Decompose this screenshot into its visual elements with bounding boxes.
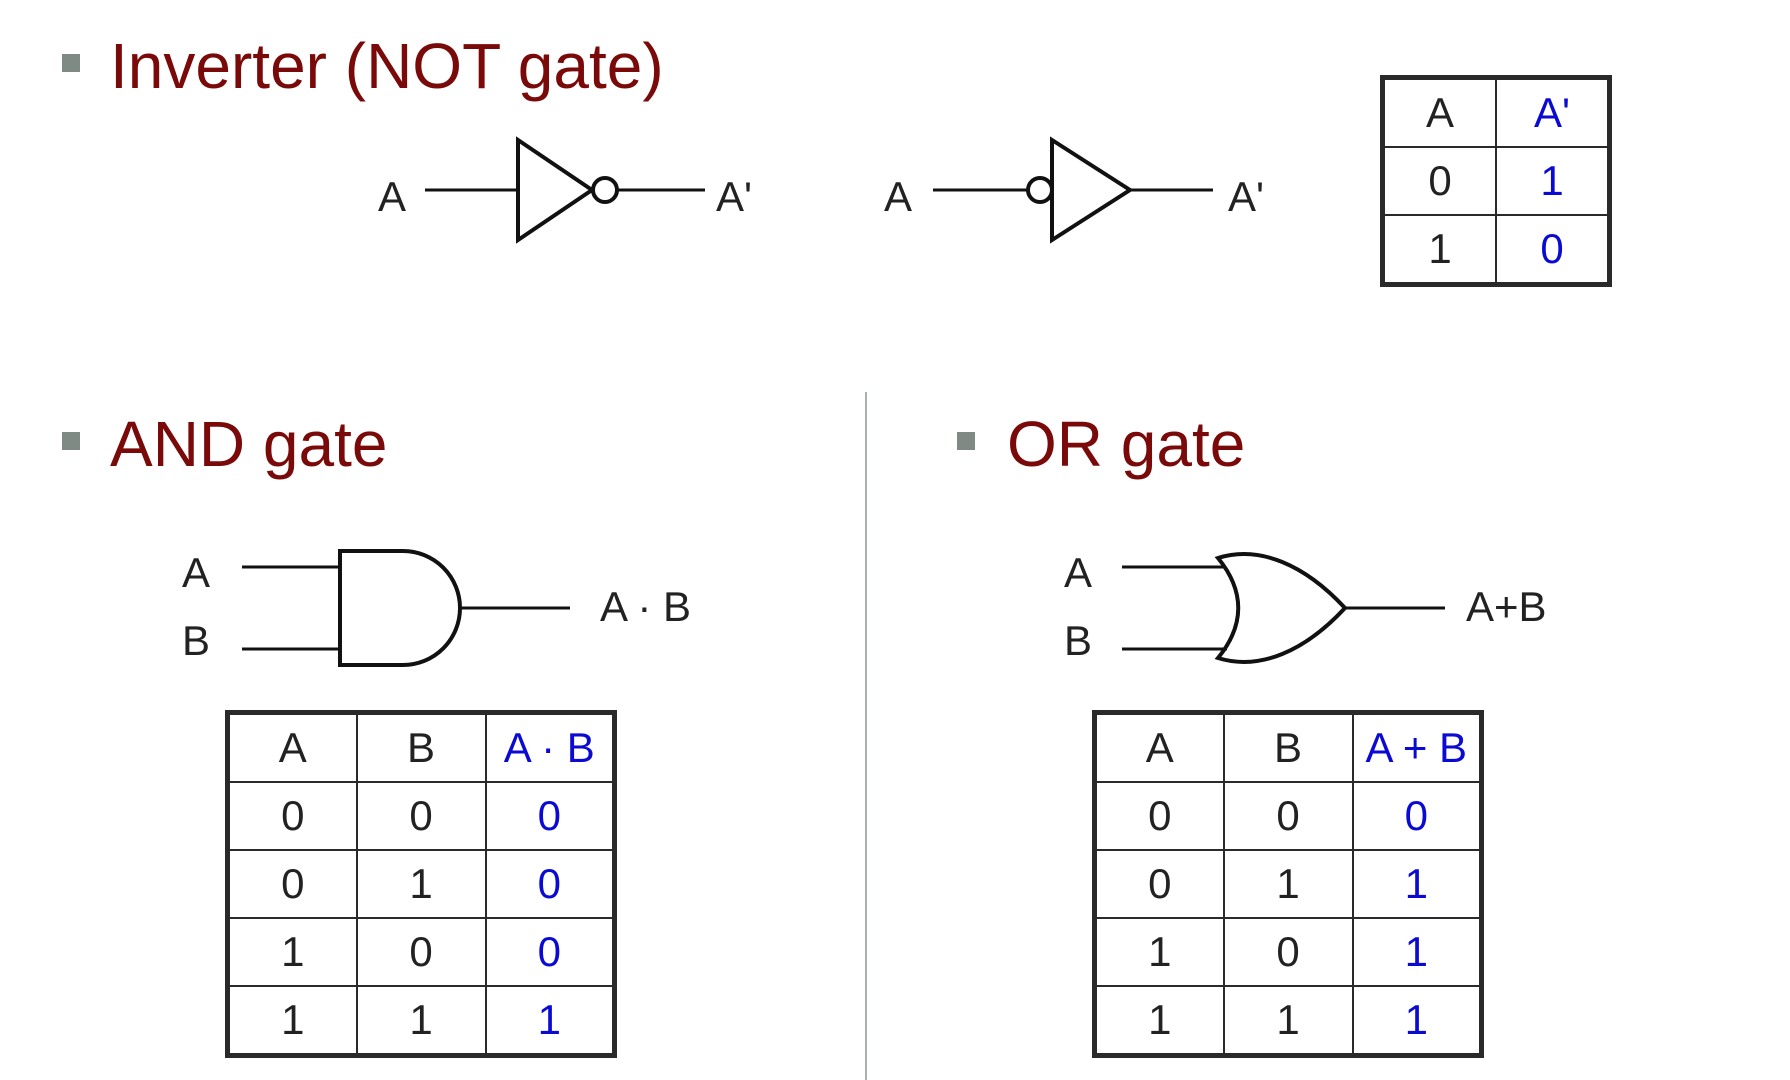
table-cell: 0 (1222, 781, 1354, 851)
table-row: 1 0 0 (226, 917, 616, 987)
and-input-a-label: A (182, 549, 211, 596)
table-header-cell: A (1381, 76, 1497, 148)
table-row: 0 1 0 (226, 849, 616, 919)
or-input-b-label: B (1064, 617, 1093, 664)
not-truth-table: A A' 0 1 1 0 (1380, 75, 1612, 287)
table-header-row: A B A + B (1093, 711, 1483, 783)
table-cell: 0 (484, 849, 616, 919)
table-cell: 0 (484, 781, 616, 851)
table-cell: 1 (1351, 849, 1483, 919)
table-header-row: A A' (1381, 76, 1611, 148)
table-cell: 1 (226, 985, 358, 1057)
table-cell: 0 (1381, 146, 1497, 216)
table-cell: 1 (1351, 985, 1483, 1057)
table-row: 1 0 1 (1093, 917, 1483, 987)
bullet-icon (957, 432, 975, 450)
table-cell: 1 (355, 849, 487, 919)
table-row: 0 1 1 (1093, 849, 1483, 919)
or-output-label: A+B (1466, 583, 1547, 630)
table-cell: 0 (484, 917, 616, 987)
and-gate-heading: AND gate (110, 408, 388, 480)
or-gate-symbol (1122, 552, 1445, 664)
not-gate-heading: Inverter (NOT gate) (110, 30, 664, 102)
table-cell: 0 (1093, 781, 1225, 851)
not-gate-symbol-output-bubble (425, 136, 705, 244)
table-cell: 1 (1093, 985, 1225, 1057)
bullet-icon (62, 432, 80, 450)
table-cell: 1 (226, 917, 358, 987)
and-gate-symbol (242, 549, 570, 667)
section-divider (865, 392, 867, 1080)
table-cell: 0 (355, 781, 487, 851)
table-header-cell: A (1093, 711, 1225, 783)
and-output-label: A · B (600, 583, 692, 630)
table-header-cell: A' (1495, 76, 1611, 148)
or-truth-table: A B A + B 0 0 0 0 1 1 1 0 1 1 1 1 (1092, 710, 1484, 1058)
table-header-cell: A + B (1351, 711, 1483, 783)
table-cell: 0 (226, 781, 358, 851)
not2-output-label: A' (1228, 173, 1265, 220)
table-cell: 1 (1093, 917, 1225, 987)
or-input-a-label: A (1064, 549, 1093, 596)
not1-input-label: A (378, 173, 407, 220)
table-header-row: A B A · B (226, 711, 616, 783)
table-row: 1 0 (1381, 214, 1611, 286)
table-cell: 1 (1222, 985, 1354, 1057)
table-header-cell: A · B (484, 711, 616, 783)
and-input-b-label: B (182, 617, 211, 664)
table-cell: 0 (226, 849, 358, 919)
table-cell: 1 (355, 985, 487, 1057)
table-header-cell: B (1222, 711, 1354, 783)
table-cell: 0 (355, 917, 487, 987)
not1-output-label: A' (716, 173, 753, 220)
table-cell: 0 (1093, 849, 1225, 919)
table-cell: 1 (1381, 214, 1497, 286)
table-cell: 0 (1495, 214, 1611, 286)
table-cell: 1 (1222, 849, 1354, 919)
table-header-cell: A (226, 711, 358, 783)
table-cell: 0 (1351, 781, 1483, 851)
table-cell: 1 (1495, 146, 1611, 216)
table-cell: 1 (484, 985, 616, 1057)
table-cell: 0 (1222, 917, 1354, 987)
table-row: 1 1 1 (1093, 985, 1483, 1057)
not-gate-symbol-input-bubble (933, 136, 1213, 244)
table-row: 1 1 1 (226, 985, 616, 1057)
table-row: 0 0 0 (226, 781, 616, 851)
and-truth-table: A B A · B 0 0 0 0 1 0 1 0 0 1 1 1 (225, 710, 617, 1058)
table-header-cell: B (355, 711, 487, 783)
table-cell: 1 (1351, 917, 1483, 987)
table-row: 0 0 0 (1093, 781, 1483, 851)
not2-input-label: A (884, 173, 913, 220)
or-gate-heading: OR gate (1007, 408, 1246, 480)
bullet-icon (62, 54, 80, 72)
table-row: 0 1 (1381, 146, 1611, 216)
